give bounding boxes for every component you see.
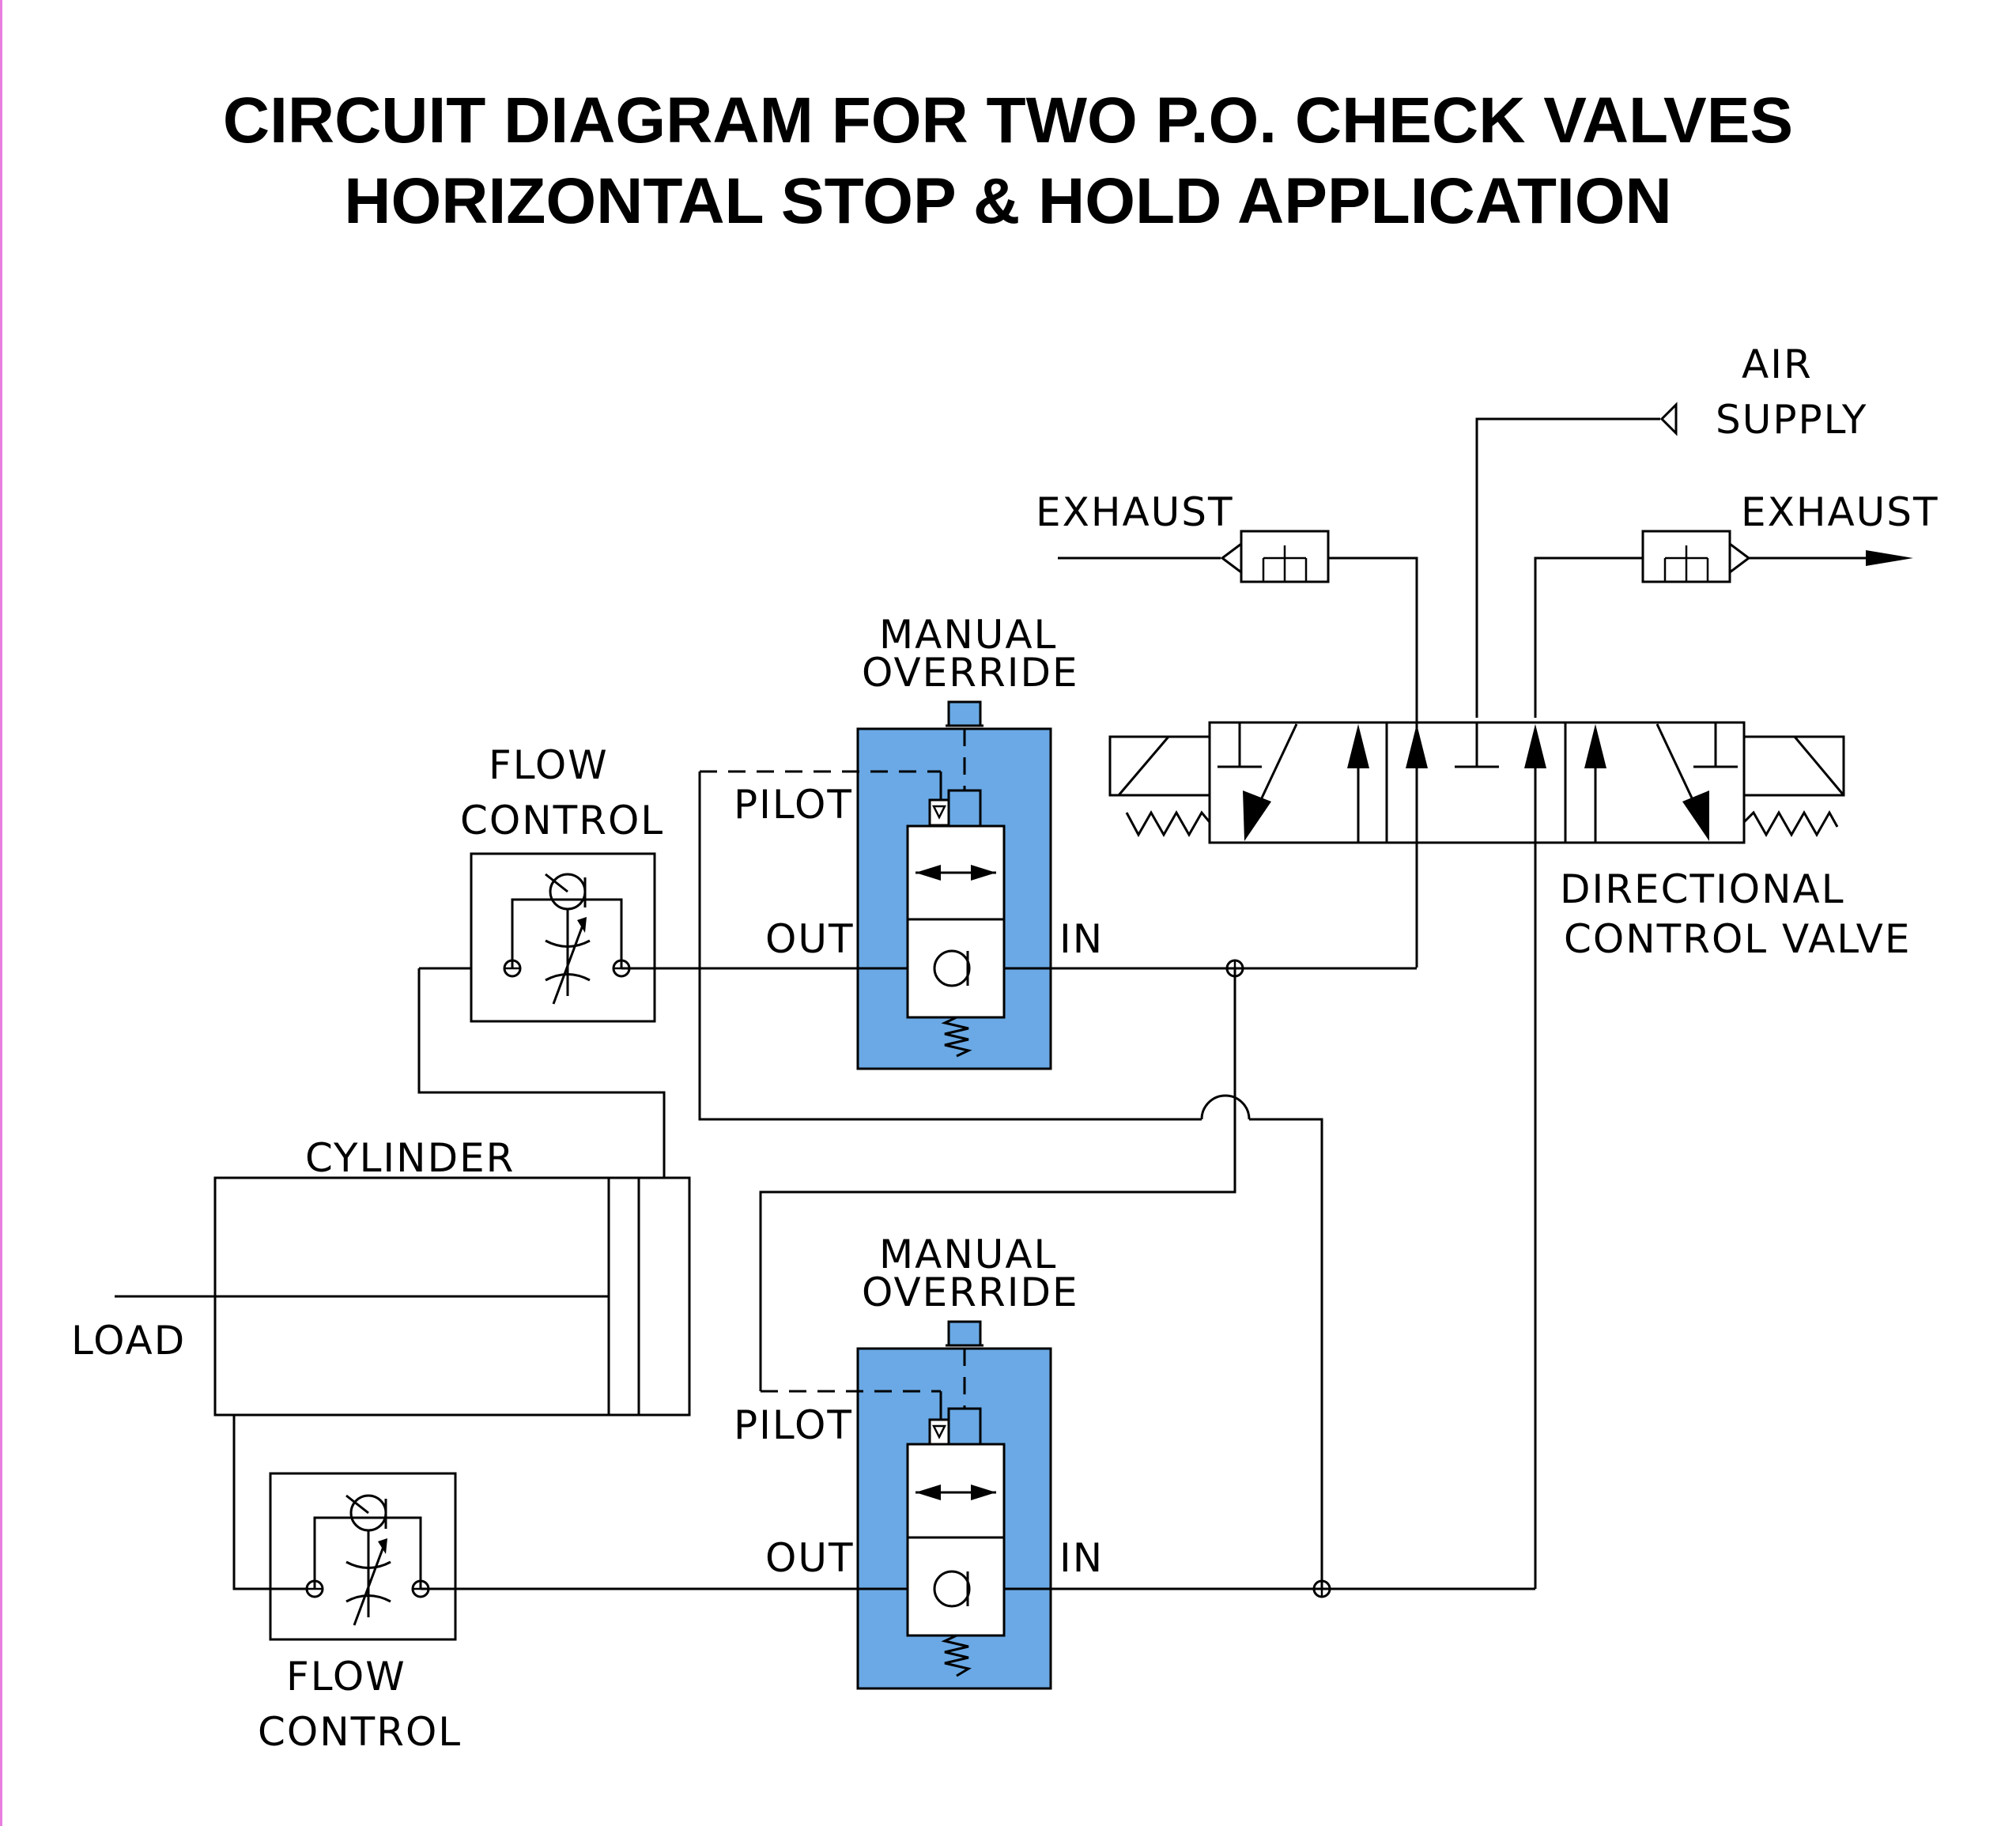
air-supply-label-1: AIR <box>1742 341 1813 387</box>
air-supply: AIR SUPPLY <box>1475 341 1867 718</box>
dcv-label-1: DIRECTIONAL <box>1560 866 1845 912</box>
flow-control-bottom: FLOW CONTROL <box>258 1472 462 1755</box>
directional-control-valve: DIRECTIONAL CONTROL VALVE <box>1108 721 1911 962</box>
exhaust-left: EXHAUST <box>1036 489 1418 968</box>
piping <box>232 772 1537 1598</box>
in-bottom-label: IN <box>1059 1535 1104 1581</box>
flow-control-bottom-label-1: FLOW <box>286 1654 406 1700</box>
out-bottom-label: OUT <box>765 1535 855 1581</box>
load-label: LOAD <box>71 1318 186 1364</box>
dcv-label-2: CONTROL VALVE <box>1564 916 1911 962</box>
out-top-label: OUT <box>765 916 855 962</box>
exhaust-left-label: EXHAUST <box>1036 489 1234 535</box>
diagram-title-line1: CIRCUIT DIAGRAM FOR TWO P.O. CHECK VALVE… <box>223 85 1793 157</box>
flow-control-top-label-1: FLOW <box>489 742 609 788</box>
manual-override-bottom-label-1: MANUAL <box>879 1232 1057 1277</box>
exhaust-right-label: EXHAUST <box>1741 489 1939 535</box>
air-supply-label-2: SUPPLY <box>1716 397 1867 443</box>
flow-control-top-label-2: CONTROL <box>460 798 664 843</box>
cylinder-label: CYLINDER <box>305 1135 515 1181</box>
pilot-top-label: PILOT <box>734 782 853 828</box>
flow-control-top: FLOW CONTROL <box>460 742 664 1023</box>
flow-control-bottom-label-2: CONTROL <box>258 1709 462 1755</box>
manual-override-top-label-2: OVERRIDE <box>862 650 1079 696</box>
cylinder: CYLINDER LOAD <box>71 1135 691 1417</box>
manual-override-bottom-label-2: OVERRIDE <box>862 1270 1079 1315</box>
diagram-title-line2: HORIZONTAL STOP & HOLD APPLICATION <box>344 165 1672 237</box>
pilot-bottom-label: PILOT <box>734 1402 853 1448</box>
manual-override-top-label-1: MANUAL <box>879 612 1057 658</box>
exhaust-right: EXHAUST <box>1534 489 1939 718</box>
po-check-valve-bottom: MANUAL OVERRIDE PILOT OUT IN <box>734 1232 1104 1690</box>
po-check-valve-top: MANUAL OVERRIDE PILOT OUT IN <box>700 612 1104 1070</box>
in-top-label: IN <box>1059 916 1104 962</box>
